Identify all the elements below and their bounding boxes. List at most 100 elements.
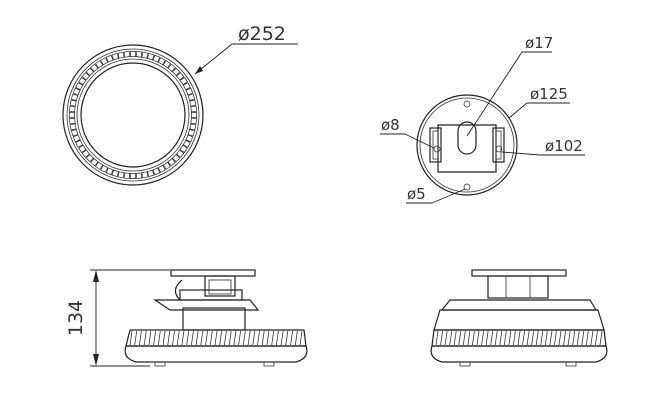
led-chip bbox=[152, 54, 161, 63]
bracket-plate bbox=[437, 124, 497, 173]
led-chip bbox=[147, 169, 155, 178]
heatsink-fin bbox=[280, 330, 284, 346]
led-chip bbox=[182, 139, 191, 148]
led-chip bbox=[117, 51, 125, 59]
led-chip bbox=[167, 157, 176, 167]
front-fins bbox=[435, 330, 603, 346]
led-chip bbox=[69, 123, 77, 131]
heatsink-fin bbox=[444, 330, 448, 346]
heatsink-fin bbox=[191, 330, 194, 346]
bracket-inner-circle bbox=[419, 97, 515, 193]
heatsink-fin bbox=[214, 330, 218, 346]
outer-housing-circle bbox=[62, 44, 204, 186]
led-chip bbox=[171, 67, 181, 77]
led-chip bbox=[111, 169, 119, 178]
heatsink-fin bbox=[462, 330, 466, 346]
heatsink-fin bbox=[242, 330, 246, 346]
bracket-view: ø17 ø125 ø8 ø102 ø5 bbox=[380, 34, 585, 204]
heatsink-fin bbox=[294, 330, 298, 346]
bracket-block bbox=[204, 275, 236, 297]
led-chip bbox=[182, 82, 191, 91]
led-chip bbox=[69, 117, 76, 125]
inner-ring-circle bbox=[76, 58, 190, 172]
heatsink-fin bbox=[209, 330, 213, 346]
heatsink-fin bbox=[563, 330, 566, 346]
led-chip bbox=[69, 99, 77, 107]
led-chip bbox=[100, 57, 109, 66]
heatsink-fin bbox=[558, 330, 562, 346]
right-tab bbox=[492, 127, 505, 163]
heatsink-fin bbox=[219, 330, 223, 346]
heatsink-fin bbox=[472, 330, 475, 346]
heatsink-fin bbox=[252, 330, 256, 346]
heatsink-fin bbox=[276, 330, 279, 346]
led-chip bbox=[75, 139, 84, 148]
right-foot bbox=[263, 361, 275, 367]
led-chip bbox=[141, 171, 149, 179]
heatsink-fin bbox=[517, 330, 521, 346]
led-chip bbox=[111, 52, 119, 61]
led-chip bbox=[85, 153, 95, 163]
led-chip bbox=[90, 157, 99, 167]
d102-leader bbox=[501, 151, 541, 156]
heatsink-fin bbox=[172, 330, 175, 346]
d102-label: ø102 bbox=[545, 137, 583, 155]
left-tab bbox=[429, 127, 442, 163]
right-tab-inner bbox=[495, 130, 502, 160]
heatsink-fin bbox=[585, 330, 589, 346]
led-chip bbox=[81, 149, 91, 158]
led-chip bbox=[90, 63, 99, 73]
led-chip bbox=[179, 77, 188, 86]
heatsink-fin bbox=[195, 330, 199, 346]
led-chip bbox=[147, 52, 155, 61]
d125-label: ø125 bbox=[530, 85, 568, 103]
d5-label: ø5 bbox=[407, 185, 426, 203]
heatsink-fin bbox=[503, 330, 507, 346]
led-chip bbox=[187, 129, 196, 137]
front-right-foot bbox=[565, 361, 577, 367]
led-chip bbox=[95, 60, 104, 69]
heatsink-fin bbox=[581, 330, 585, 346]
led-chip bbox=[105, 167, 114, 176]
led-chip bbox=[130, 173, 136, 179]
front-lens-body bbox=[430, 345, 608, 363]
left-hole bbox=[433, 145, 441, 153]
led-chip bbox=[105, 54, 114, 63]
led-chip bbox=[187, 93, 196, 101]
d125-leader bbox=[508, 102, 528, 119]
d8-label: ø8 bbox=[381, 116, 400, 134]
led-chip bbox=[141, 51, 149, 59]
height-arrow-top bbox=[93, 270, 99, 282]
right-hole bbox=[495, 145, 503, 153]
heatsink-fin bbox=[257, 330, 260, 346]
heatsink-fin bbox=[238, 330, 241, 346]
heatsink-fin bbox=[531, 330, 535, 346]
heatsink-fin bbox=[157, 330, 161, 346]
front-mounting-plate bbox=[471, 269, 567, 277]
front-body-upper bbox=[440, 299, 598, 311]
front-upper-shell bbox=[433, 309, 605, 331]
bracket-outer-circle bbox=[416, 94, 518, 196]
led-chip bbox=[95, 161, 104, 170]
mounting-plate bbox=[170, 269, 256, 277]
led-chip bbox=[162, 161, 171, 170]
bottom-hole bbox=[463, 183, 471, 191]
top-view: ø252 bbox=[62, 23, 298, 186]
led-chip bbox=[72, 134, 81, 143]
d17-label: ø17 bbox=[525, 34, 553, 52]
heatsink-fin bbox=[595, 330, 598, 346]
led-chip bbox=[135, 51, 143, 58]
heatsink-fin bbox=[266, 330, 270, 346]
heatsink-fin bbox=[233, 330, 237, 346]
heatsink-fin bbox=[186, 330, 190, 346]
heatsink-fin bbox=[143, 330, 147, 346]
led-chip bbox=[152, 167, 161, 176]
led-chip bbox=[117, 171, 125, 179]
bracket-detail bbox=[208, 279, 232, 295]
heatsink-fin bbox=[522, 330, 525, 346]
top-hole bbox=[463, 100, 471, 108]
height-arrow-bottom bbox=[93, 354, 99, 366]
heatsink-fin bbox=[153, 330, 156, 346]
heatsink-fin bbox=[508, 330, 512, 346]
led-chip bbox=[123, 51, 131, 58]
